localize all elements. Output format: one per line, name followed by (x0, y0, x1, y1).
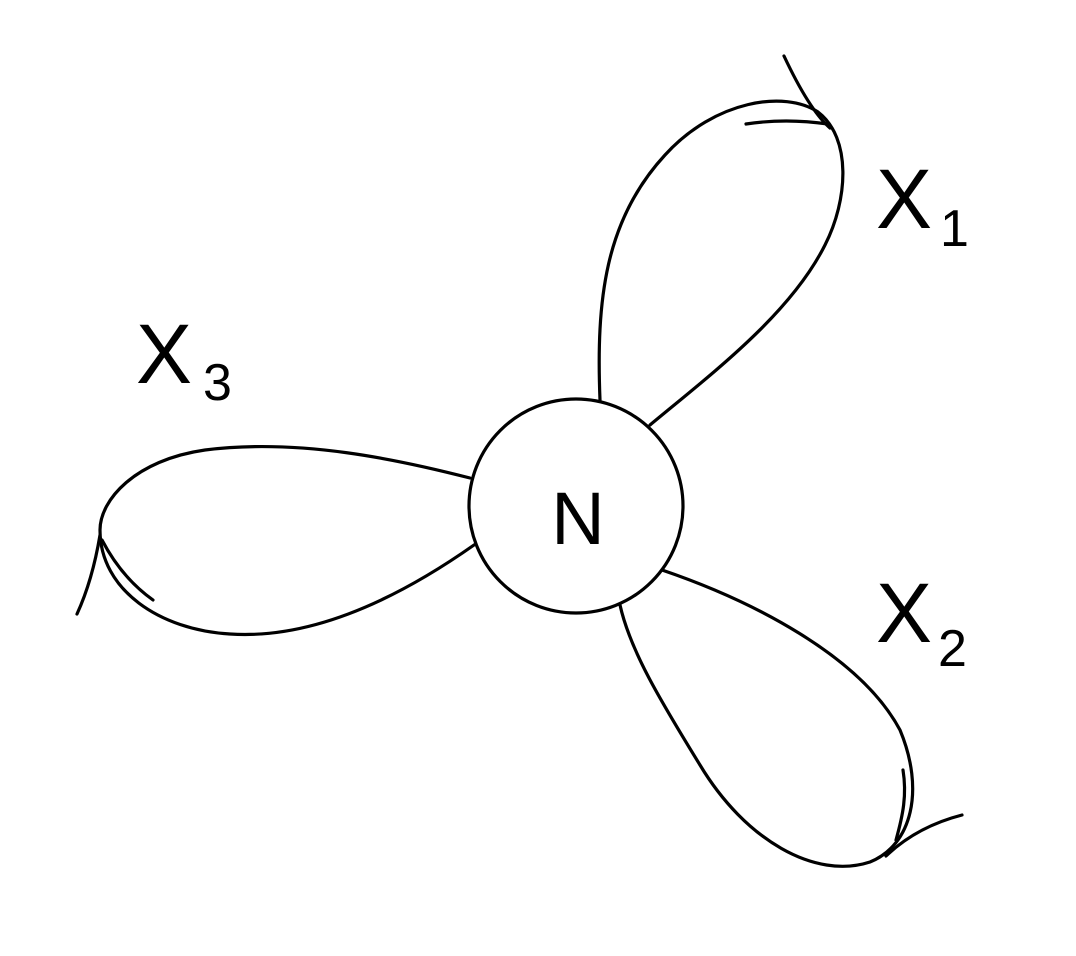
lobe-x2-edge-highlight (894, 768, 907, 842)
center-atom-label: N (551, 477, 604, 560)
orbital-lobe-x3 (75, 445, 476, 637)
label-x1-letter: X (876, 152, 932, 246)
label-x2-letter: X (876, 566, 932, 660)
label-x3-subscript: 3 (203, 354, 232, 412)
lobe-x1-outline (597, 99, 845, 427)
label-x1-subscript: 1 (940, 200, 969, 258)
lobe-x1-edge-highlight (744, 119, 830, 126)
label-x1: X 1 (876, 152, 969, 258)
label-x3-letter: X (136, 307, 192, 401)
lobe-x3-outline (98, 445, 476, 637)
lobe-x2-edge-curl (884, 813, 964, 858)
label-x3: X 3 (136, 307, 232, 412)
lobe-x3-edge-highlight (100, 538, 155, 602)
label-x2: X 2 (876, 566, 967, 678)
orbital-lobe-x1 (597, 54, 845, 427)
orbital-lobe-x2 (618, 568, 964, 868)
lobe-x2-outline (618, 568, 915, 868)
center-atom: N (467, 397, 685, 615)
label-x2-subscript: 2 (938, 620, 967, 678)
lobe-x3-edge-curl (75, 533, 102, 616)
center-atom-circle (467, 397, 685, 615)
